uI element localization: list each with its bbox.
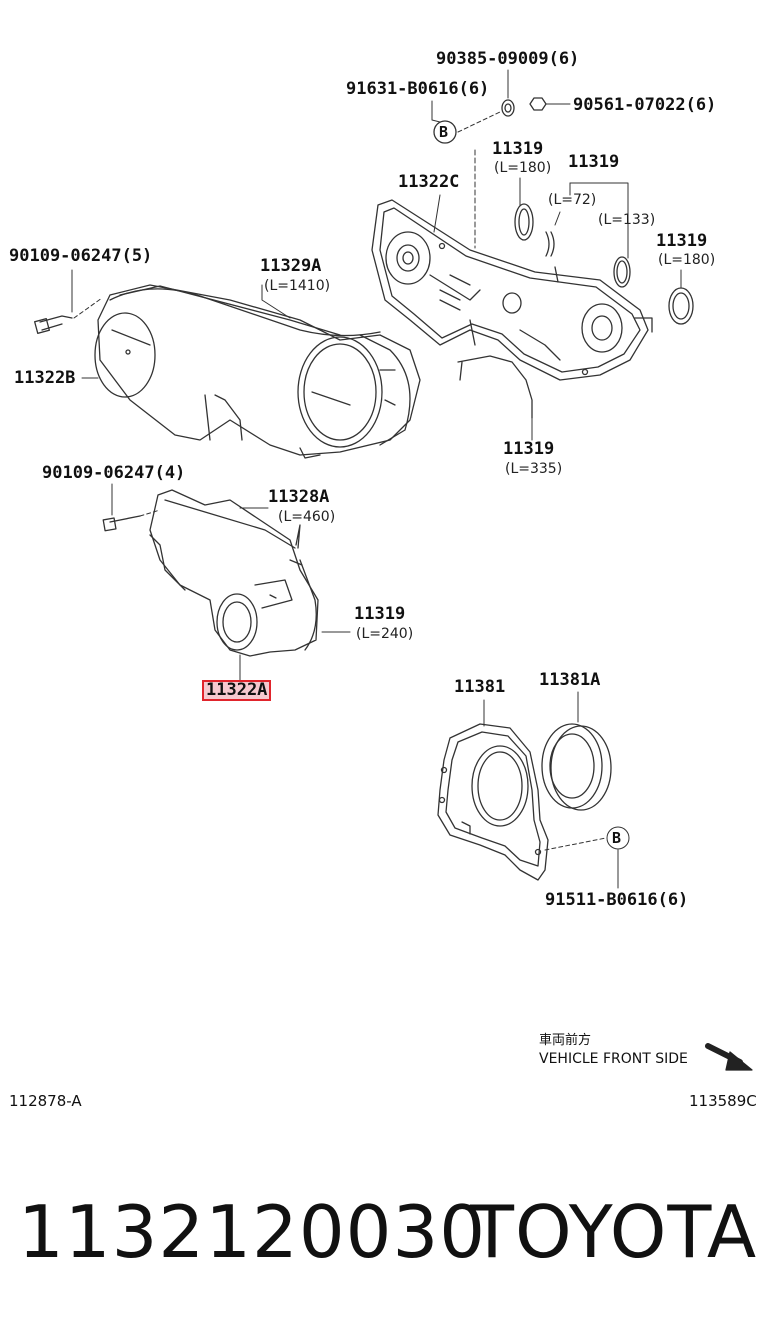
label-11322c[interactable]: 11322C	[398, 172, 460, 192]
cover-11322a-drawing	[149, 489, 319, 657]
seal-11381a-drawing	[541, 723, 612, 811]
cover-11322b-drawing	[94, 284, 421, 459]
label-11319-b-length-2: (L=133)	[598, 212, 656, 228]
bolt-90109-4	[102, 483, 351, 686]
label-11319-d-length: (L=335)	[505, 461, 563, 477]
label-11319-b-length-1: (L=72)	[548, 192, 597, 208]
label-11329a[interactable]: 11329A	[260, 256, 322, 276]
label-91631-b0616[interactable]: 91631-B0616(6)	[346, 79, 490, 99]
label-90385-09009[interactable]: 90385-09009(6)	[436, 49, 580, 69]
label-11322b[interactable]: 11322B	[14, 368, 76, 388]
label-11319-b[interactable]: 11319	[568, 152, 620, 172]
footer-brand: TOYOTA	[470, 1190, 758, 1274]
label-11319-c-length: (L=180)	[658, 252, 716, 268]
diagram-code-right: 113589C	[689, 1092, 757, 1110]
label-11381[interactable]: 11381	[454, 677, 506, 697]
label-11319-e-length: (L=240)	[356, 626, 414, 642]
label-90109-06247-5[interactable]: 90109-06247(5)	[9, 246, 153, 266]
leaders-bottom-right	[483, 691, 630, 889]
plate-11381-drawing	[437, 723, 549, 881]
ref-b-bottom: B	[612, 829, 622, 847]
ref-b-top: B	[439, 123, 449, 141]
label-11319-d[interactable]: 11319	[503, 439, 555, 459]
vehicle-front-arrow	[705, 1043, 753, 1071]
direction-label-en: VEHICLE FRONT SIDE	[539, 1051, 688, 1067]
label-91511-b0616[interactable]: 91511-B0616(6)	[545, 890, 689, 910]
label-11322a-highlighted[interactable]: 11322A	[201, 680, 272, 701]
leaders-top	[431, 69, 682, 441]
bolt-90109-5	[34, 269, 291, 379]
label-11328a-length: (L=460)	[278, 509, 336, 525]
label-11319-a[interactable]: 11319	[492, 139, 544, 159]
diagram-code-left: 112878-A	[9, 1092, 82, 1110]
label-11381a[interactable]: 11381A	[539, 670, 601, 690]
label-90109-06247-4[interactable]: 90109-06247(4)	[42, 463, 186, 483]
top-fasteners	[433, 97, 547, 144]
cover-11322c-drawing	[371, 199, 653, 381]
label-11319-a-length: (L=180)	[494, 160, 552, 176]
label-90561-07022[interactable]: 90561-07022(6)	[573, 95, 717, 115]
footer-part-number: 1132120030	[18, 1190, 487, 1274]
label-11319-c[interactable]: 11319	[656, 231, 708, 251]
label-11329a-length: (L=1410)	[264, 278, 331, 294]
direction-label-jp: 車両前方	[539, 1033, 592, 1048]
label-11328a[interactable]: 11328A	[268, 487, 330, 507]
label-11319-e[interactable]: 11319	[354, 604, 406, 624]
